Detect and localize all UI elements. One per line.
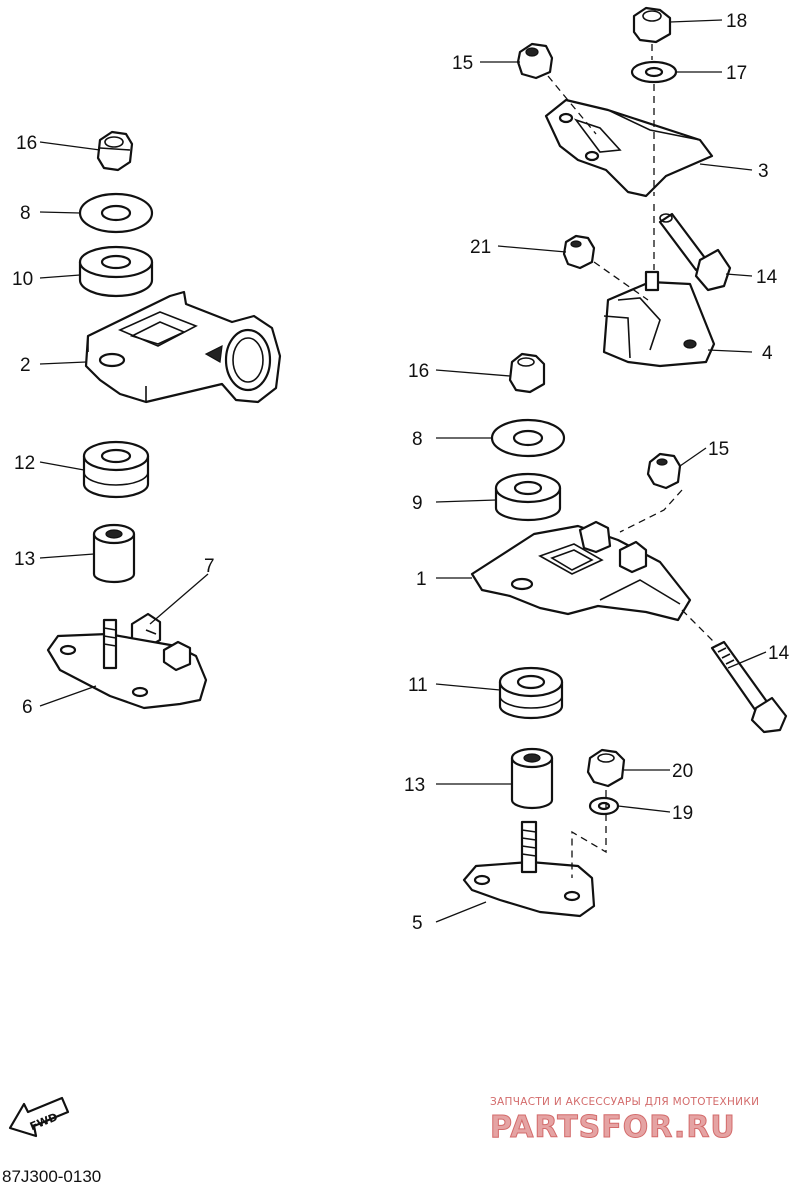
part-10-rubber-left [78,245,154,298]
part-19-washer [588,796,620,816]
part-16-nut-left [96,130,134,172]
callout-9: 9 [412,493,423,514]
part-17-washer [630,60,678,84]
part-13-collar-left [92,523,136,584]
callout-20: 20 [672,761,693,782]
callout-14-upper: 14 [756,267,778,288]
part-15-nut-right [646,452,682,490]
callout-2: 2 [20,355,31,376]
assembly-lines [547,44,717,878]
callout-15-right: 15 [708,439,729,460]
part-2-bracket [84,290,282,404]
part-3-bracket [544,98,714,198]
part-8-washer-left [78,192,154,234]
callout-8-left: 8 [20,203,31,224]
callout-6: 6 [22,697,33,718]
callout-12: 12 [14,453,35,474]
part-14-bolt-upper [658,212,732,292]
part-12-rubber-left [82,440,150,499]
callout-16-right: 16 [408,361,429,382]
callout-3: 3 [758,161,769,182]
watermark-tagline: ЗАПЧАСТИ И АКСЕССУАРЫ ДЛЯ МОТОТЕХНИКИ [490,1096,759,1108]
callout-17: 17 [726,63,747,84]
part-11-rubber [498,666,564,720]
callout-11: 11 [408,675,428,696]
callout-10: 10 [12,269,33,290]
callout-4: 4 [762,343,773,364]
callout-18: 18 [726,11,747,32]
part-16-nut-right [508,352,546,394]
partsfor-watermark: ЗАПЧАСТИ И АКСЕССУАРЫ ДЛЯ МОТОТЕХНИКИ PA… [490,1096,759,1146]
callout-labels: 16 8 10 2 12 13 7 6 15 18 17 3 21 14 4 1… [12,11,790,934]
callout-14-lower: 14 [768,643,790,664]
callout-5: 5 [412,913,423,934]
callout-15-upper: 15 [452,53,473,74]
part-15-nut-upper [516,42,554,80]
part-5-plate [462,820,596,918]
fwd-arrow-icon: FWD [8,1096,70,1138]
callout-8-right: 8 [412,429,423,450]
part-9-rubber [494,472,562,522]
part-4-rubber-mount [602,270,716,368]
callout-16-left: 16 [16,133,37,154]
part-14-bolt-lower [710,640,788,734]
callout-21: 21 [470,237,491,258]
callout-13-left: 13 [14,549,35,570]
callout-1: 1 [416,569,427,590]
part-8-washer-right [490,418,566,458]
part-18-nut [632,6,672,44]
leader-lines [39,19,767,923]
part-1-bracket [470,520,692,622]
part-13-collar-right [510,747,554,810]
part-21-nut [562,234,596,270]
callout-19: 19 [672,803,693,824]
callout-7: 7 [204,556,215,577]
part-6-plate [46,618,208,710]
watermark-brand: PARTSFOR.RU [490,1110,736,1145]
drawing-code: 87J300-0130 [2,1167,101,1186]
part-20-nut [586,748,626,788]
callout-13-right: 13 [404,775,425,796]
